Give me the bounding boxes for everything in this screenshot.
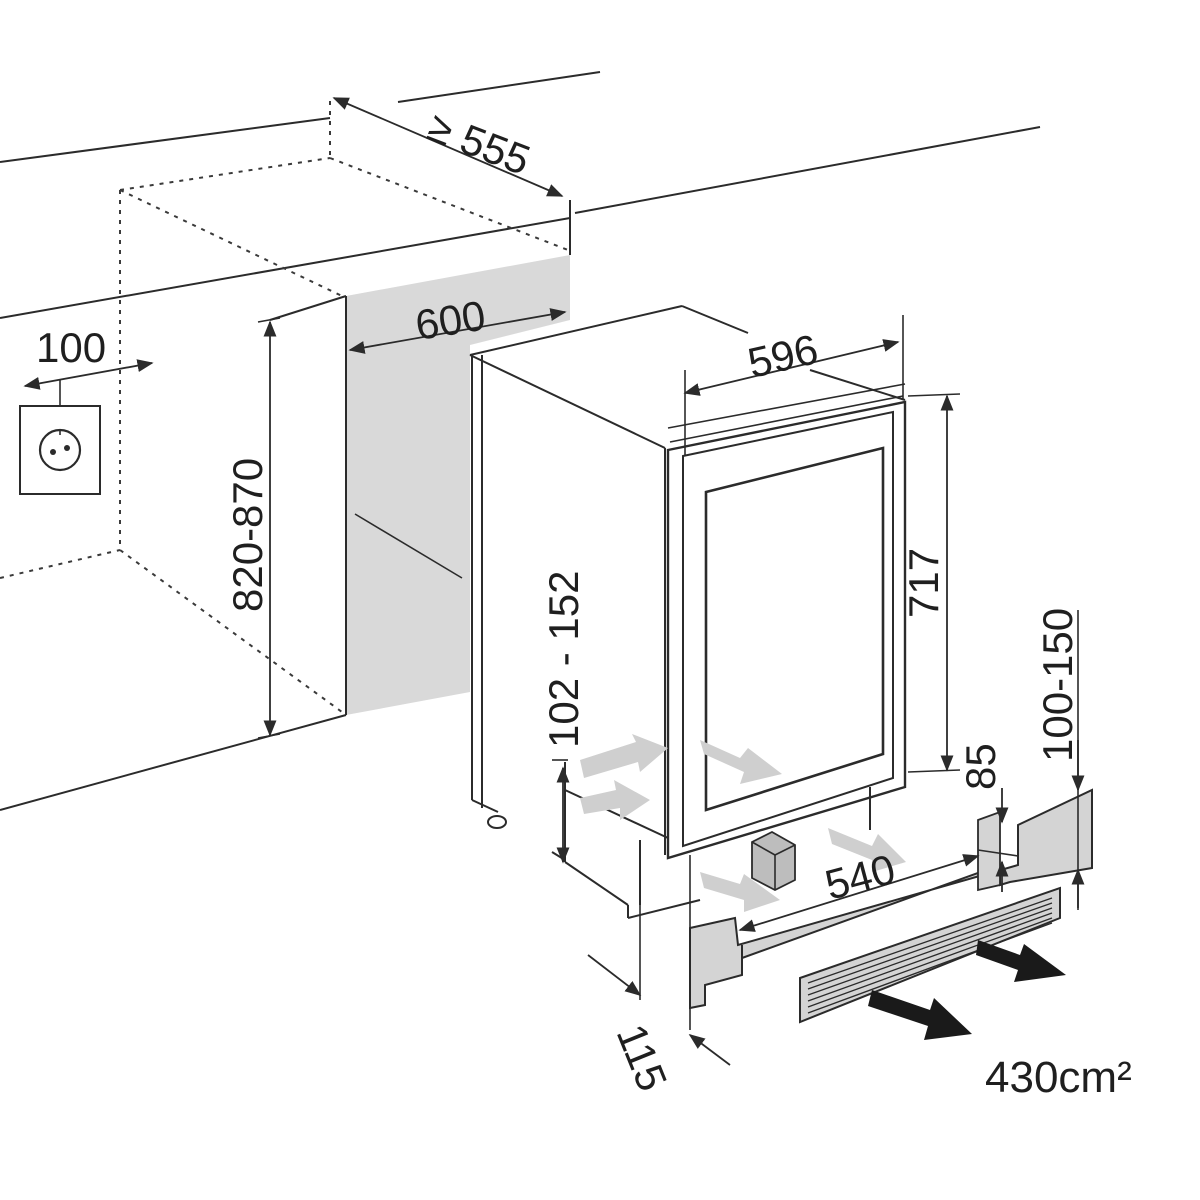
air-exhaust-arrow-icon bbox=[976, 940, 1066, 982]
dimension-lines bbox=[257, 97, 1085, 1066]
air-intake-arrow-icon bbox=[868, 990, 972, 1040]
vent-arrows bbox=[868, 940, 1066, 1040]
door-setback-label: 115 bbox=[608, 1018, 677, 1098]
vent-area-label: 430cm² bbox=[985, 1053, 1132, 1102]
socket-offset-label: 100 bbox=[36, 324, 106, 371]
niche-frame bbox=[0, 295, 463, 811]
plinth-height-label: 100-150 bbox=[1034, 608, 1081, 762]
glass-door bbox=[666, 383, 907, 860]
air-intake-arrow-icon bbox=[700, 740, 782, 784]
door-height-label: 717 bbox=[900, 548, 947, 618]
air-exhaust-arrow-icon bbox=[580, 734, 668, 778]
foot-height-label: 102 - 152 bbox=[540, 571, 587, 748]
adjustable-foot bbox=[751, 830, 796, 892]
niche-depth-label: ≥ 555 bbox=[422, 103, 537, 184]
niche-width-label: 600 bbox=[412, 292, 489, 349]
niche-height-label: 820-870 bbox=[224, 458, 271, 612]
power-socket-icon bbox=[19, 405, 101, 495]
air-intake-arrow-icon bbox=[580, 780, 650, 820]
appliance-width-label: 596 bbox=[743, 325, 822, 387]
socket-offset-dim-line bbox=[23, 359, 154, 390]
foot-span-label: 540 bbox=[820, 845, 900, 909]
niche-back-wall bbox=[346, 255, 570, 715]
plinth-clearance-label: 85 bbox=[957, 743, 1004, 790]
